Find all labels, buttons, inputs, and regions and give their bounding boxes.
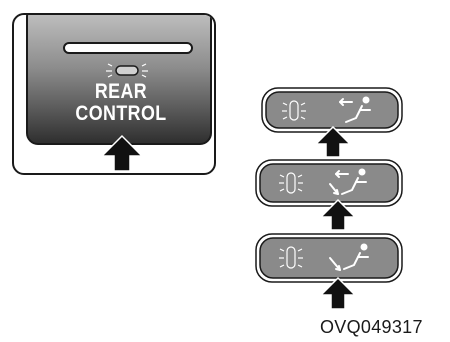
vent-face-button[interactable] bbox=[262, 88, 402, 132]
rear-control-indicator-icon bbox=[106, 64, 148, 77]
vent-bi-level-button[interactable] bbox=[256, 160, 402, 206]
figure-code: OVQ049317 bbox=[320, 317, 423, 338]
press-arrow-icon bbox=[102, 136, 142, 171]
vent-floor-button[interactable] bbox=[256, 234, 402, 282]
